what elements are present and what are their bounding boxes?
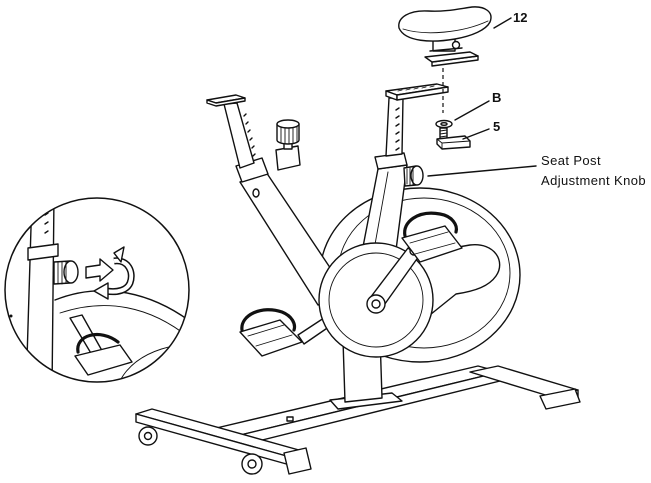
transport-wheel-right-hub bbox=[248, 460, 256, 468]
knob-label-line1: Seat Post bbox=[541, 153, 601, 168]
zoom-detail bbox=[5, 195, 195, 392]
part-label-5: 5 bbox=[493, 119, 500, 134]
leader-line-knob bbox=[428, 166, 536, 176]
handlebar-inner-post bbox=[224, 103, 254, 168]
seat-hardware bbox=[436, 68, 470, 149]
frame-bolt bbox=[253, 189, 259, 197]
handlebar-post-assembly bbox=[207, 95, 345, 305]
saddle-outline bbox=[399, 7, 491, 41]
beam-screw bbox=[287, 417, 293, 421]
leader-line-b bbox=[455, 101, 489, 120]
front-foot bbox=[284, 448, 311, 474]
left-pedal-body bbox=[240, 320, 302, 356]
handlebar-knob-top bbox=[277, 120, 299, 128]
leader-line-12 bbox=[494, 18, 511, 28]
part-label-b: B bbox=[492, 90, 501, 105]
part-label-12: 12 bbox=[513, 10, 527, 25]
leader-line-5 bbox=[463, 129, 489, 139]
crank-housing bbox=[319, 243, 433, 357]
crank-hub-bolt bbox=[372, 300, 380, 308]
saddle bbox=[399, 7, 491, 66]
transport-wheel-left-hub bbox=[145, 433, 152, 440]
seat-post-inner bbox=[386, 98, 403, 156]
knob-label-line2: Adjustment Knob bbox=[541, 173, 646, 188]
washer-b-hole bbox=[441, 123, 447, 126]
zoom-dot bbox=[10, 315, 13, 318]
saddle-clamp-bolt bbox=[453, 42, 460, 49]
